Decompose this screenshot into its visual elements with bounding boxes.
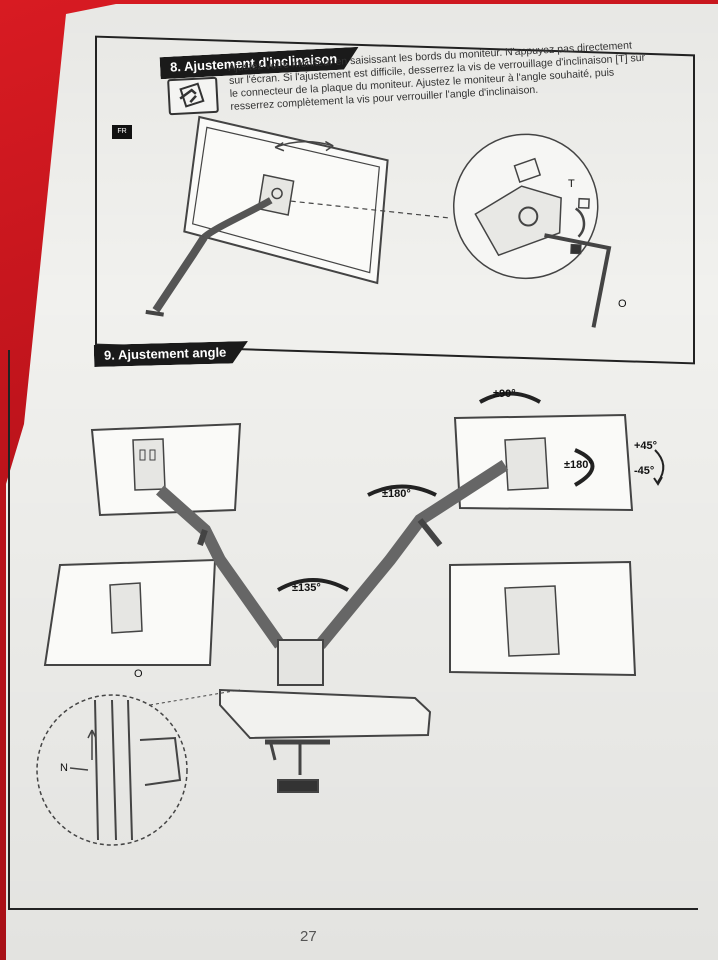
rotation-180-monitor-label: ±180°: [564, 459, 593, 471]
tilt-up-label: +45°: [634, 440, 658, 452]
rotation-135-base-label: ±135°: [292, 582, 321, 594]
section9-frame: [8, 350, 698, 910]
key-o-label: O: [618, 298, 627, 310]
rotation-90-label: ±90°: [493, 388, 516, 400]
adjust-tool-icon: [167, 76, 219, 116]
detail-o-label: O: [134, 668, 143, 680]
language-tab: FR: [112, 125, 132, 139]
page-number: 27: [300, 928, 317, 945]
rotation-180-arm-label: ±180°: [382, 488, 411, 500]
detail-n-label: N: [60, 762, 68, 774]
tilt-down-label: -45°: [634, 465, 655, 477]
screw-t-label: T: [568, 178, 575, 190]
